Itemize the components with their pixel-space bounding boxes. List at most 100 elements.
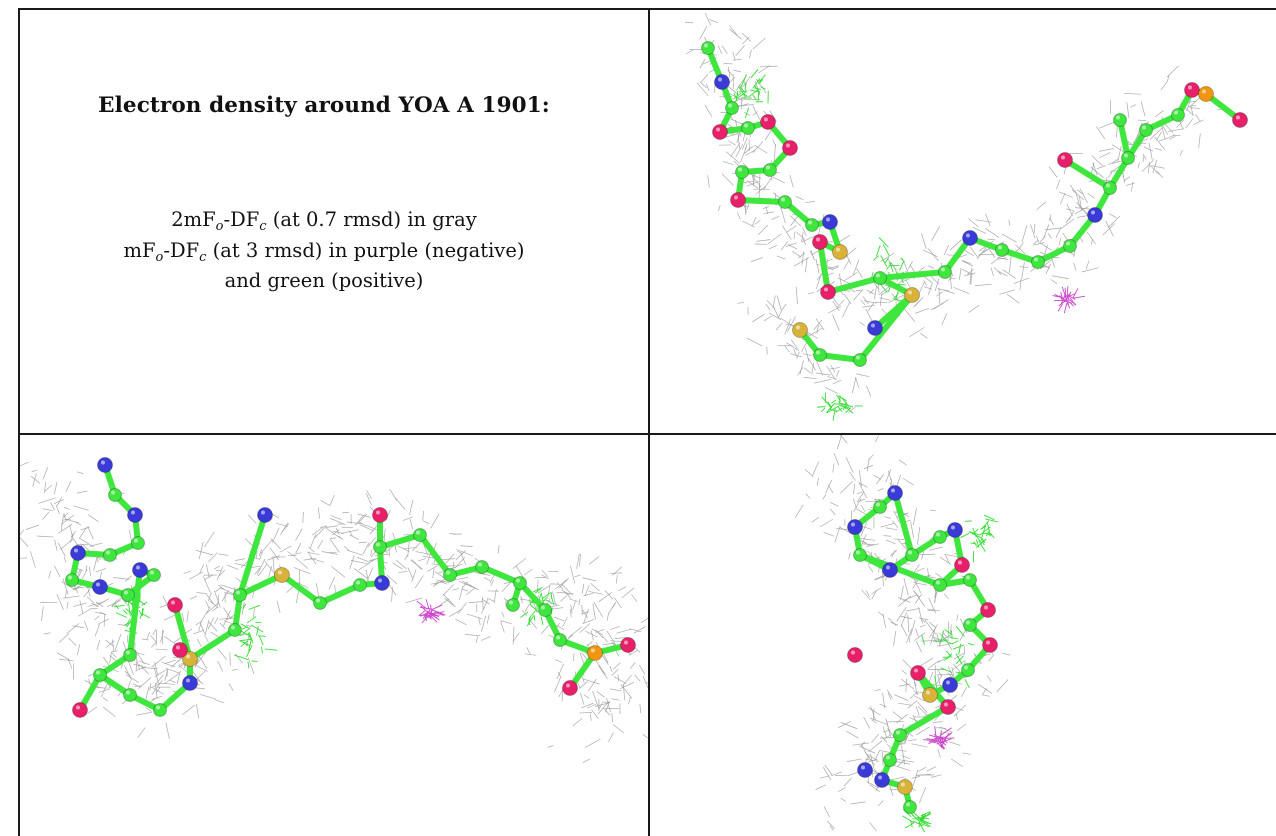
mesh-segment [913, 681, 918, 695]
mesh-segment [329, 494, 335, 506]
mesh-segment [169, 679, 176, 684]
atom-highlight [96, 582, 100, 587]
mesh-segment [269, 547, 279, 561]
atom-c [131, 536, 145, 550]
mesh-segment [1039, 242, 1052, 251]
mesh-segment [911, 776, 921, 779]
mesh-segment [640, 617, 648, 624]
mesh-segment [329, 517, 346, 525]
mesh-segment [877, 488, 884, 492]
difference-density-segment [921, 635, 925, 645]
atom-highlight [966, 233, 970, 238]
mesh-segment [260, 539, 273, 554]
difference-density-segment [980, 536, 986, 544]
mesh-segment [769, 110, 777, 122]
mesh-segment [772, 295, 776, 309]
atom-highlight [541, 605, 545, 610]
mesh-segment [904, 541, 908, 552]
mesh-segment [53, 499, 64, 504]
mesh-segment [832, 300, 840, 312]
mesh-segment [229, 652, 231, 666]
mesh-segment [481, 615, 487, 632]
legend-fo-suffix: (at 3 rmsd) in purple (negative) [206, 239, 525, 262]
negative-density [416, 599, 446, 624]
mesh-segment [145, 686, 150, 701]
mesh-segment [109, 652, 112, 664]
mesh-segment [444, 597, 456, 608]
mesh-segment [735, 104, 754, 107]
difference-density-segment [243, 641, 248, 647]
mesh-segment [329, 538, 340, 553]
mesh-segment [829, 281, 835, 286]
atom-highlight [824, 287, 828, 292]
mesh-segment [95, 568, 106, 573]
difference-density-segment [934, 675, 938, 689]
mesh-segment [964, 250, 975, 257]
mesh-segment [622, 683, 626, 701]
mesh-segment [579, 623, 591, 633]
atom-n [874, 772, 890, 788]
mesh-segment [897, 595, 912, 607]
difference-density-segment [968, 531, 982, 539]
mesh-segment [763, 211, 774, 214]
atom-highlight [984, 605, 988, 610]
mesh-segment [56, 593, 64, 610]
atom-highlight [966, 575, 970, 580]
atom-highlight [76, 705, 80, 710]
bond [187, 627, 238, 662]
difference-density-segment [928, 740, 935, 745]
atom-highlight [478, 562, 482, 567]
mesh-segment [318, 507, 320, 519]
mesh-segment [576, 553, 580, 569]
mesh-segment [295, 543, 302, 554]
mesh-segment [606, 613, 609, 621]
mesh-segment [20, 536, 29, 548]
mesh-segment [570, 604, 573, 614]
difference-density-segment [986, 532, 992, 537]
bond [237, 572, 285, 598]
atom-c [353, 578, 367, 592]
mesh-segment [346, 521, 363, 525]
mesh-segment [727, 140, 736, 146]
mesh-segment [346, 549, 364, 556]
atom-highlight [566, 683, 570, 688]
mesh-segment [1198, 133, 1201, 148]
mesh-segment [915, 706, 920, 716]
mesh-segment [42, 467, 49, 480]
legend-2fo-mid: -DF [223, 208, 260, 231]
mesh-segment [860, 504, 866, 512]
mesh-segment [409, 499, 414, 516]
table-border-top [18, 8, 1276, 10]
mesh-segment [54, 482, 58, 495]
atom-highlight [901, 782, 905, 787]
mesh-segment [832, 380, 841, 385]
mesh-segment [76, 471, 84, 474]
positive-density-center [857, 237, 906, 302]
mesh-segment [557, 582, 564, 591]
mesh-segment [893, 538, 905, 540]
mesh-segment [866, 385, 872, 397]
mesh-segment [567, 634, 574, 641]
difference-density-segment [921, 823, 930, 828]
atom-o [730, 192, 746, 208]
mesh-segment [621, 587, 635, 599]
mesh-segment [394, 497, 406, 510]
mesh-segment [848, 406, 856, 414]
mesh-segment [78, 526, 88, 540]
bond [127, 567, 143, 658]
mesh-segment [859, 321, 865, 326]
mesh-segment [1167, 74, 1170, 82]
difference-density-segment [880, 255, 888, 267]
mesh-segment [1008, 255, 1012, 273]
mesh-segment [976, 246, 988, 260]
mesh-segment [868, 565, 874, 573]
mesh-segment [155, 687, 161, 694]
mesh-segment [500, 621, 505, 633]
mesh-segment [842, 301, 851, 318]
mesh-segment [521, 609, 528, 617]
atom-highlight [851, 650, 855, 655]
difference-density-segment [943, 639, 952, 645]
difference-density-segment [424, 614, 433, 620]
mesh-segment [1079, 188, 1088, 204]
atom-o [1232, 112, 1248, 128]
